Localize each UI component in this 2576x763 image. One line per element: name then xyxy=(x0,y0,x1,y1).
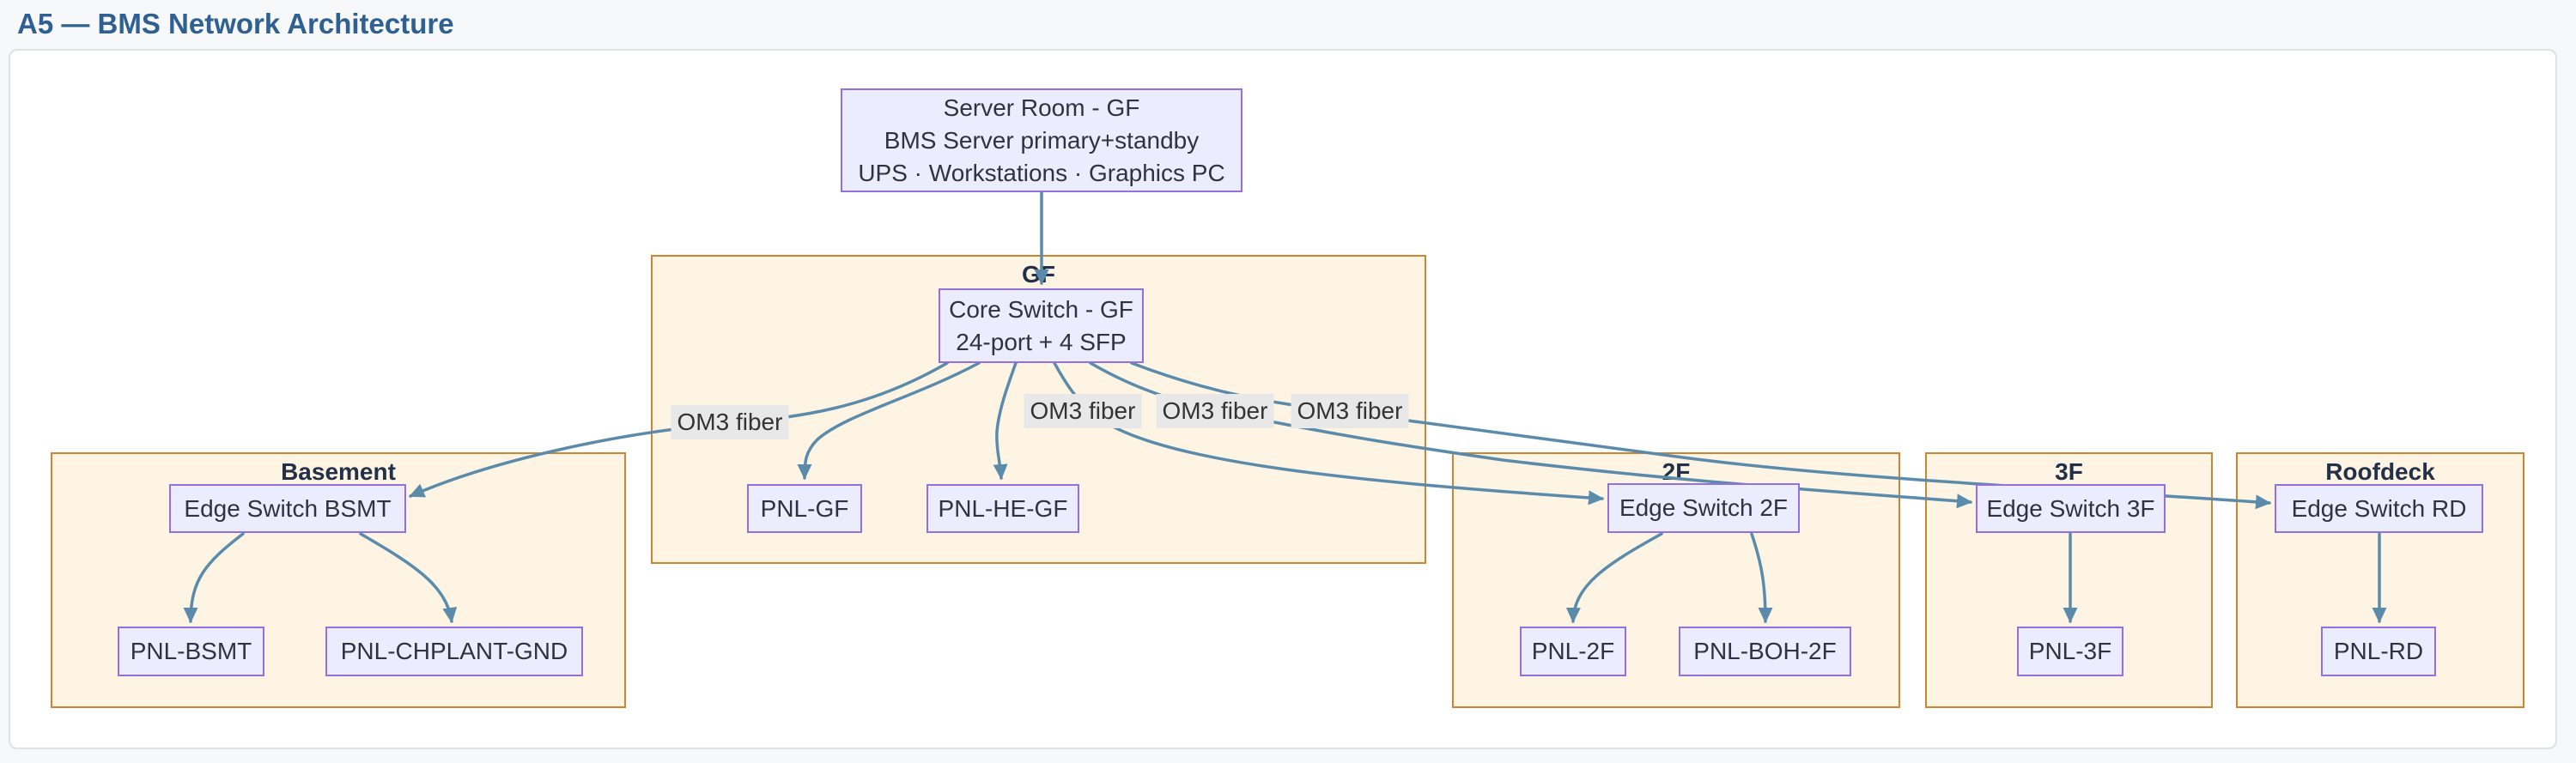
node-label: PNL-BSMT xyxy=(130,638,252,664)
node-label: Server Room - GF xyxy=(943,94,1140,121)
node-pnl-gf: PNL-GF xyxy=(747,484,862,533)
node-pnl-rd: PNL-RD xyxy=(2321,627,2436,676)
edge-label-om3-fiber: OM3 fiber xyxy=(1156,394,1274,428)
node-pnl-chplant-gnd: PNL-CHPLANT-GND xyxy=(325,627,583,676)
node-label: BMS Server primary+standby xyxy=(884,126,1200,154)
edge-label-om3-fiber: OM3 fiber xyxy=(671,405,789,439)
node-label: Core Switch - GF xyxy=(949,295,1133,323)
node-pnl-he-gf: PNL-HE-GF xyxy=(927,484,1079,533)
node-label: PNL-BOH-2F xyxy=(1693,638,1837,664)
node-label: 24-port + 4 SFP xyxy=(956,328,1127,355)
node-core-switch: Core Switch - GF 24-port + 4 SFP xyxy=(939,288,1144,363)
node-pnl-3f: PNL-3F xyxy=(2017,627,2123,676)
node-pnl-bsmt: PNL-BSMT xyxy=(118,627,264,676)
cluster-label-2f: 2F xyxy=(1662,458,1691,485)
page-title: A5 — BMS Network Architecture xyxy=(17,8,454,39)
edge-label-om3-fiber: OM3 fiber xyxy=(1024,394,1142,428)
node-edge-switch-bsmt: Edge Switch BSMT xyxy=(169,484,406,533)
node-label: PNL-3F xyxy=(2028,638,2112,664)
edge-label-om3-fiber: OM3 fiber xyxy=(1291,394,1409,428)
node-label: PNL-CHPLANT-GND xyxy=(340,638,568,664)
node-label: PNL-RD xyxy=(2333,638,2424,664)
node-server-room: Server Room - GF BMS Server primary+stand… xyxy=(841,88,1242,192)
node-pnl-boh-2f: PNL-BOH-2F xyxy=(1679,627,1851,676)
node-edge-switch-2f: Edge Switch 2F xyxy=(1607,483,1800,533)
node-label: Edge Switch 3F xyxy=(1986,494,2155,522)
node-label: Edge Switch 2F xyxy=(1619,494,1789,521)
node-label: Edge Switch RD xyxy=(2291,494,2467,522)
node-label: UPS · Workstations · Graphics PC xyxy=(858,159,1225,186)
cluster-label-roofdeck: Roofdeck xyxy=(2325,458,2435,485)
cluster-label-3f: 3F xyxy=(2055,458,2083,485)
cluster-label-gf: GF xyxy=(1022,261,1055,288)
node-label: PNL-GF xyxy=(760,494,849,522)
node-label: PNL-2F xyxy=(1531,638,1615,664)
node-edge-switch-3f: Edge Switch 3F xyxy=(1976,484,2166,533)
node-label: Edge Switch BSMT xyxy=(184,494,392,522)
node-label: PNL-HE-GF xyxy=(938,494,1068,522)
node-pnl-2f: PNL-2F xyxy=(1520,627,1626,676)
cluster-label-basement: Basement xyxy=(281,458,396,485)
node-edge-switch-rd: Edge Switch RD xyxy=(2275,484,2483,533)
